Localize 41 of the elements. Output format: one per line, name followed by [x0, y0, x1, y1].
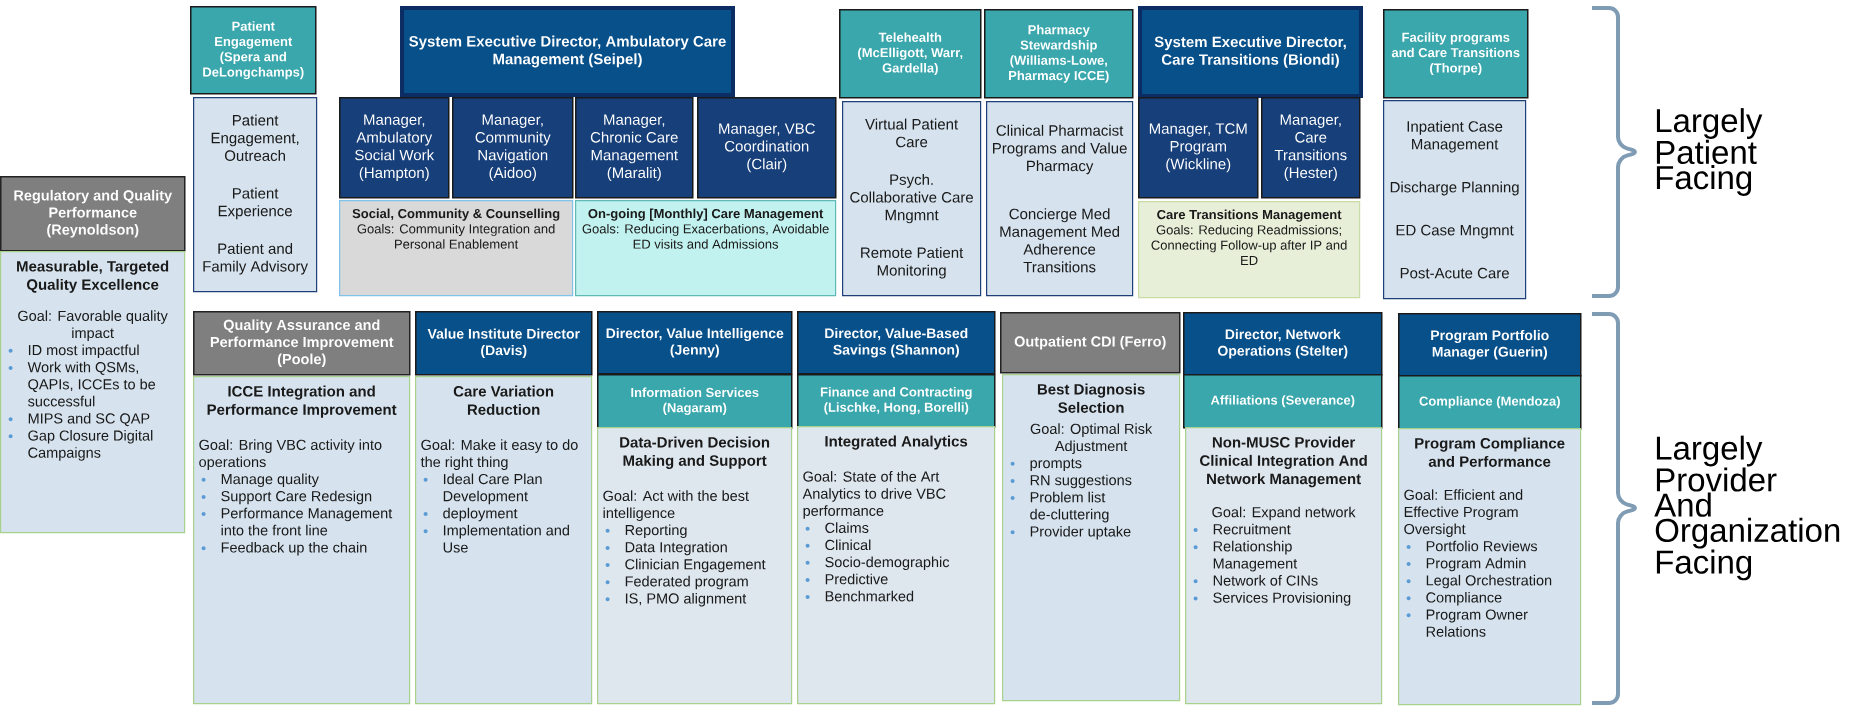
function-list-box: Inpatient Case Management Discharge Planning ED Case Mngmnt Post-Acute Care: [1383, 100, 1527, 300]
manager-box: Manager, Care Transitions (Hester): [1261, 97, 1361, 199]
goal-box: On-going [Monthly] Care Management Goals: Reducing Exacerbations, Avoidable ED visits and Admissions: [575, 200, 837, 297]
manager-box: Manager, Chronic Care Management (Maralit): [575, 97, 694, 199]
header-box: Outpatient CDI (Ferro): [1000, 312, 1181, 374]
goal-box: Care Transitions Management Goals: Reducing Readmissions; Connecting Follow-up after IP and ED: [1138, 201, 1361, 299]
header-box: Facility programs and Care Transitions (Thorpe): [1383, 9, 1529, 99]
function-list-box: Virtual Patient Care Psych. Collaborative Care Mngmnt Remote Patient Monitoring: [842, 101, 982, 297]
manager-box: Manager, VBC Coordination (Clair): [697, 97, 837, 199]
goal-card: Integrated Analytics Goal: State of the Art Analytics to drive VBC performance Claims Clinical Socio-demographic Predictive Benchmarked: [797, 426, 996, 705]
goal-card: Non-MUSC Provider Clinical Integration And Network Management Goal: Expand network Recruitment Relationship Management Network of CINs Services Provisioning: [1185, 427, 1383, 705]
goal-card: Measurable, Targeted Quality Excellence Goal: Favorable quality impact ID most impactful Work with QSMs, QAPIs, ICCEs to be successful MIPS and SC QAP Gap Closure Digital Campaigns: [0, 251, 186, 534]
header-box: Value Institute Director (Davis): [415, 311, 593, 376]
header-box: Director, Value-Based Savings (Shannon): [797, 311, 996, 375]
side-label: Largely Patient Facing: [1656, 108, 1763, 196]
manager-box: Manager, Community Navigation (Aidoo): [452, 97, 574, 199]
header-box: Director, Value Intelligence (Jenny): [597, 311, 793, 375]
header-box: Telehealth (McElligott, Warr, Gardella): [839, 9, 982, 99]
manager-box: Manager, TCM Program (Wickline): [1138, 97, 1259, 199]
function-list-box: Clinical Pharmacist Programs and Value Pharmacy Concierge Med Management Med Adherence Transitions: [986, 101, 1134, 297]
header-box: Information Services (Nagaram): [597, 374, 793, 429]
manager-box: Manager, Ambulatory Social Work (Hampton): [339, 97, 450, 199]
side-label: Largely Provider And Organization Facing: [1654, 435, 1840, 581]
function-list-box: Patient Engagement, Outreach Patient Experience Patient and Family Advisory: [193, 97, 318, 293]
goal-card: ICCE Integration and Performance Improvement Goal: Bring VBC activity into operations Manage quality Support Care Redesign Performance Management into the front line Feedback up the chain: [193, 376, 411, 705]
header-box: System Executive Director, Ambulatory Care Management (Seipel): [400, 6, 735, 97]
header-box: Affiliations (Severance): [1183, 374, 1383, 429]
header-box: Finance and Contracting (Lischke, Hong, Borelli): [797, 374, 996, 428]
header-box: Program Portfolio Manager (Guerin): [1398, 313, 1582, 377]
goal-card: Best Diagnosis Selection Goal: Optimal Risk Adjustment prompts RN suggestions Problem list de-cluttering Provider uptake: [1002, 374, 1181, 702]
goal-box: Social, Community & Counselling Goals: Community Integration and Personal Enablement: [339, 200, 574, 297]
header-box: System Executive Director, Care Transitions (Biondi): [1138, 6, 1363, 98]
goal-card: Program Compliance and Performance Goal: Efficient and Effective Program Oversight Portfolio Reviews Program Admin Legal Orchestration Compliance Program Owner Relations: [1398, 428, 1582, 706]
header-box: Regulatory and Quality Performance (Reynoldson): [0, 176, 186, 252]
goal-card: Care Variation Reduction Goal: Make it easy to do the right thing Ideal Care Plan Development deployment Implementation and Use: [415, 376, 593, 705]
header-box: Patient Engagement (Spera and DeLongchamps): [190, 6, 317, 95]
header-box: Compliance (Mendoza): [1398, 375, 1582, 430]
goal-card: Data-Driven Decision Making and Support Goal: Act with the best intelligence Reporting Data Integration Clinician Engagement Federated program IS, PMO alignment: [597, 427, 793, 705]
header-box: Director, Network Operations (Stelter): [1183, 312, 1383, 376]
header-box: Pharmacy Stewardship (Williams-Lowe, Pharmacy ICCE): [984, 9, 1134, 99]
header-box: Quality Assurance and Performance Improvement (Poole): [193, 311, 411, 376]
